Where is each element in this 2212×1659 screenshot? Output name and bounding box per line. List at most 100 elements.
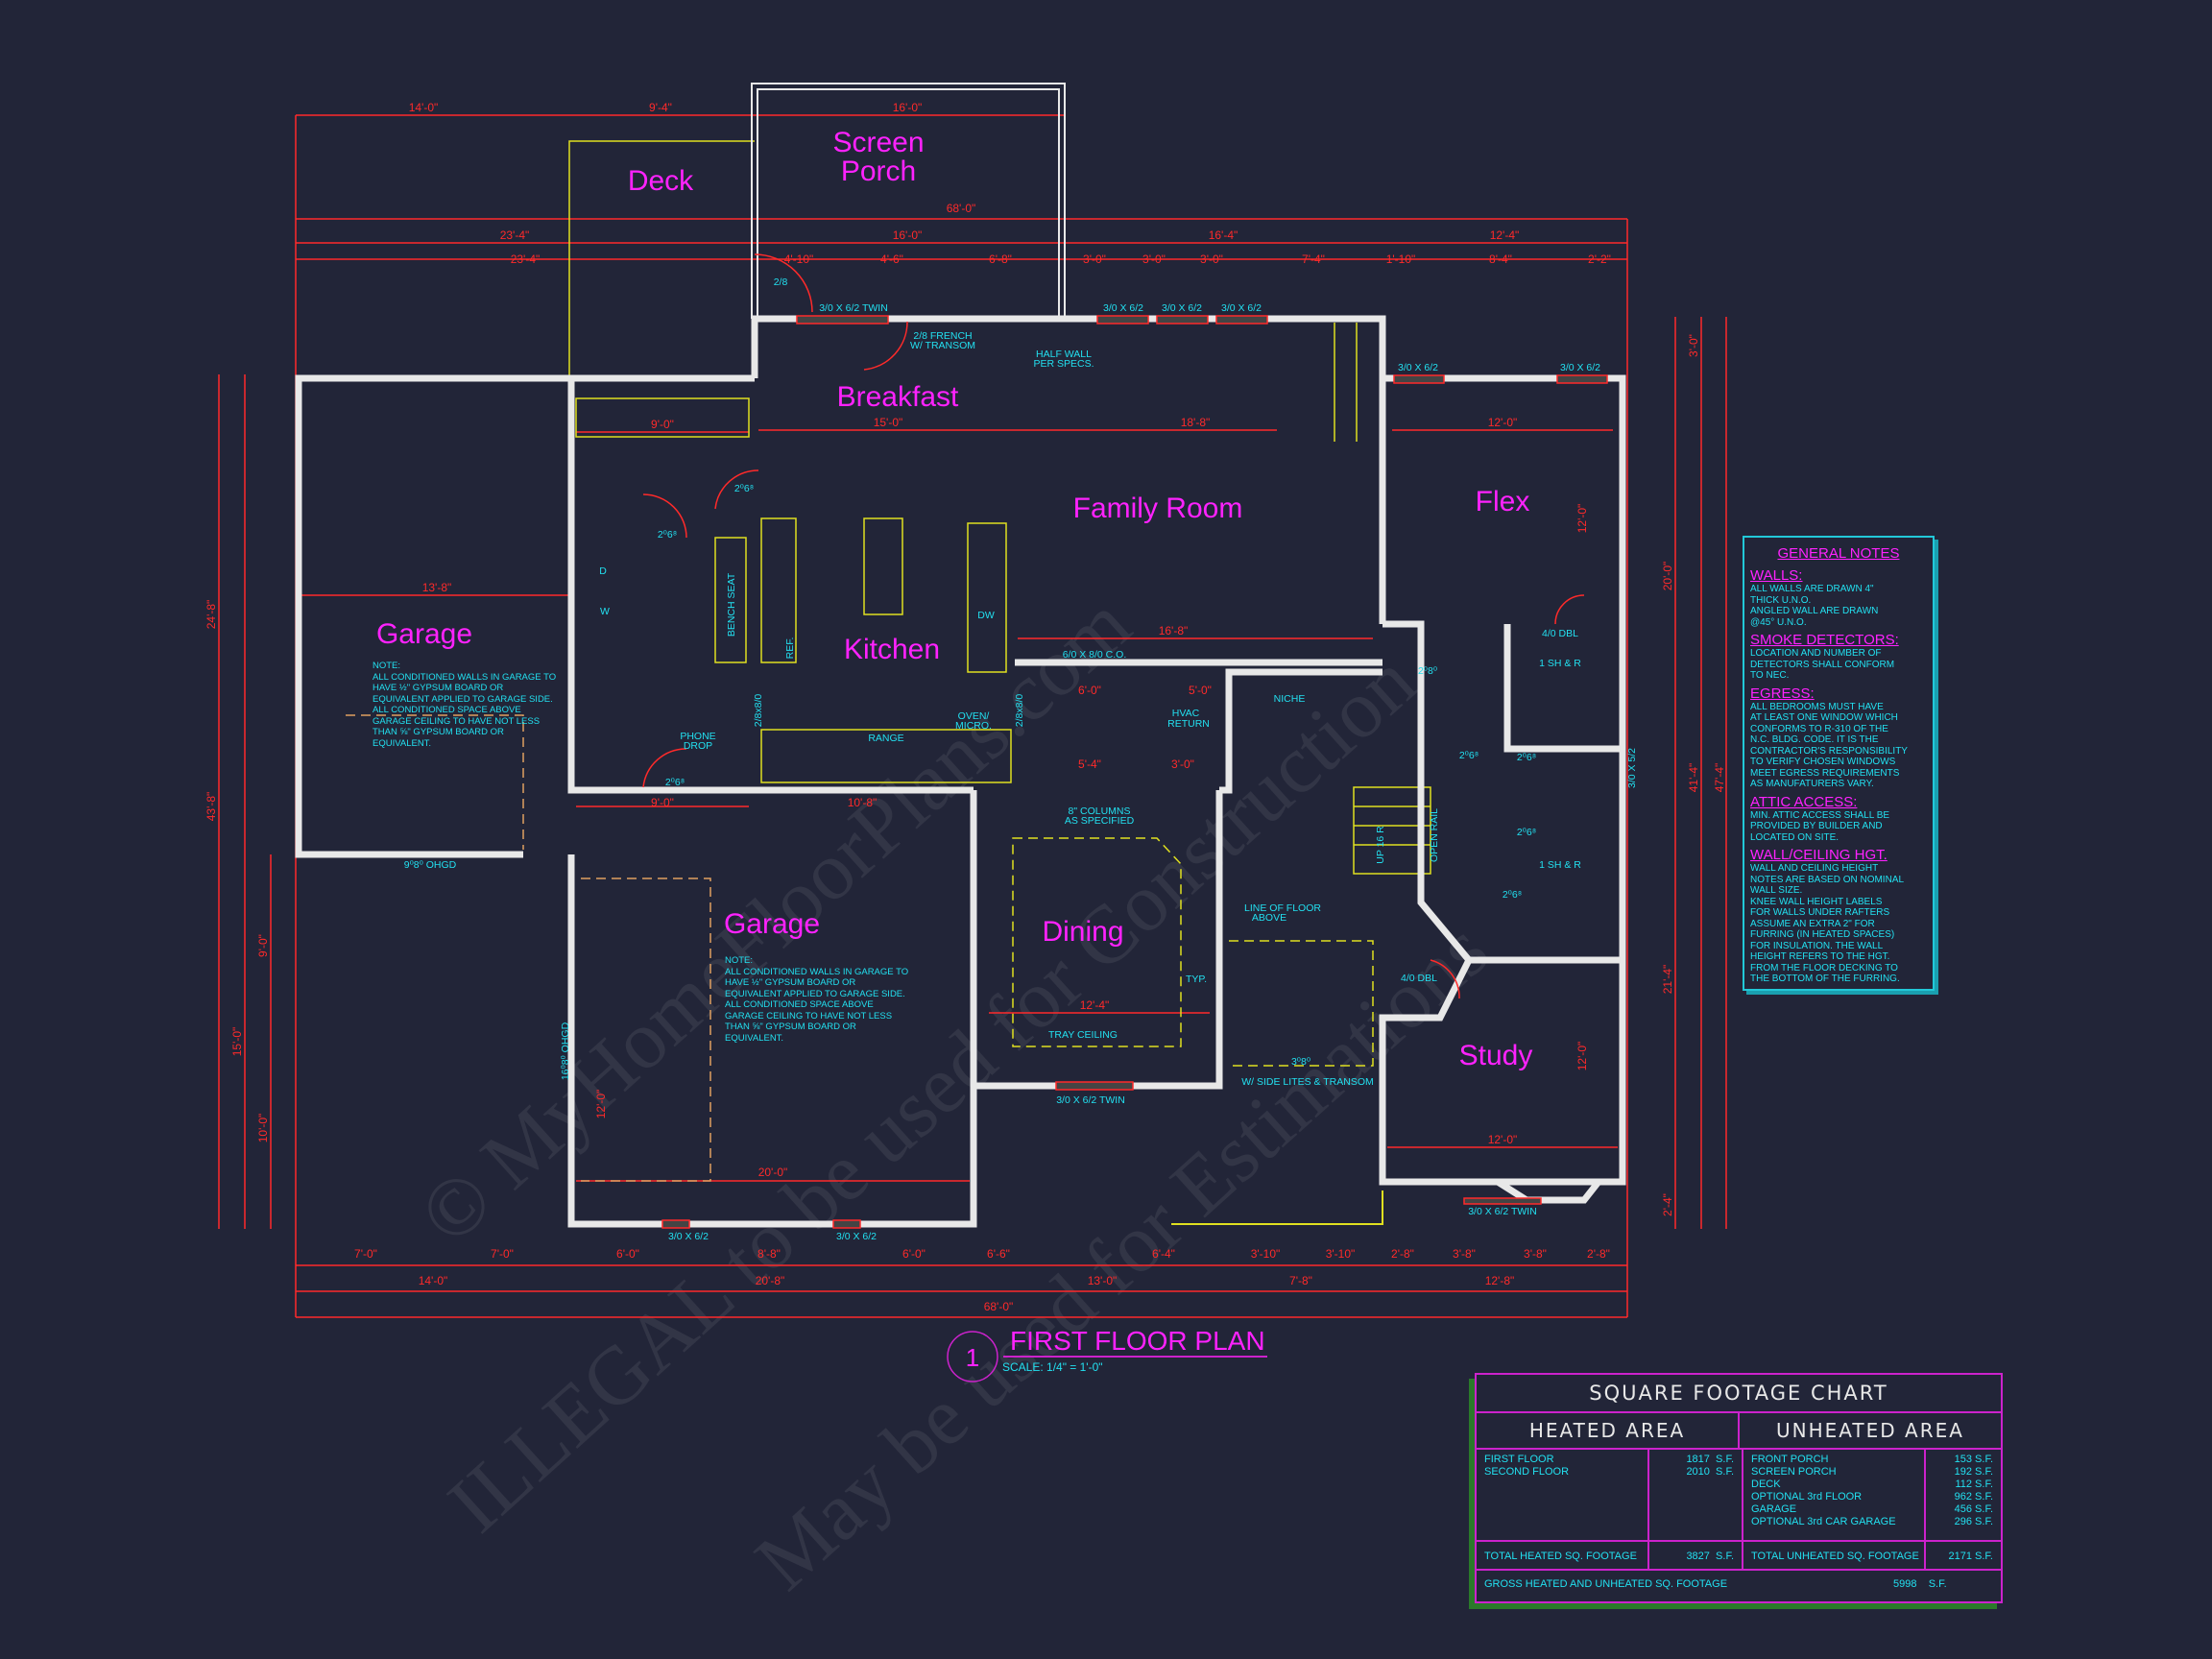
- dim-label: 7'-4": [1302, 252, 1325, 266]
- dim-label: 12'-0": [1488, 1133, 1518, 1146]
- closet-label: 1 SH & R: [1539, 658, 1581, 669]
- dim-label: 12'-0": [594, 1090, 608, 1119]
- door-label: W/ TRANSOM: [910, 340, 975, 351]
- dim-label: 12'-4": [1490, 228, 1520, 242]
- opening-label: 6/0 X 8/0 C.O.: [1063, 649, 1127, 661]
- drawing-title: 1 FIRST FLOOR PLAN SCALE: 1/4" = 1'-0": [947, 1326, 1267, 1382]
- door-label: 2⁰6⁸: [1503, 889, 1522, 901]
- dim-label: 16'-0": [893, 101, 923, 114]
- dim-label: 4'-6": [880, 252, 903, 266]
- notes-section-title: WALLS:: [1750, 567, 1803, 584]
- dim-label: 14'-0": [419, 1274, 448, 1287]
- dim-label: 3'-0": [1687, 334, 1700, 357]
- dim-label: 24'-8": [204, 600, 218, 630]
- dim-label: 18'-8": [1181, 416, 1211, 429]
- windows: [661, 315, 1608, 1229]
- appliance-label: RANGE: [868, 733, 903, 744]
- square-footage-chart: SQUARE FOOTAGE CHART HEATED AREA UNHEATE…: [1475, 1373, 2003, 1603]
- unheated-row-label: GARAGE: [1751, 1503, 1797, 1515]
- dim-label: 1'-10": [1386, 252, 1416, 266]
- dim-label: 41'-4": [1687, 763, 1700, 793]
- room-label-study: Study: [1459, 1040, 1533, 1071]
- room-label-breakfast: Breakfast: [837, 381, 959, 413]
- room-label-screen-porch: Screen: [832, 127, 924, 158]
- window-label: 3/0 X 6/2: [1398, 362, 1438, 373]
- dim-label: 3'-8": [1453, 1247, 1476, 1261]
- door-label: 2⁰6⁸: [665, 777, 685, 788]
- dim-label: 2'-8": [1391, 1247, 1414, 1261]
- door-label: 2⁰6⁸: [1459, 750, 1479, 761]
- note-label: AS SPECIFIED: [1065, 815, 1135, 827]
- room-labels: Deck Screen Porch Breakfast Family Room …: [376, 127, 1532, 1071]
- secondary-outlines: [346, 140, 1431, 1225]
- dim-label: 7'-0": [491, 1247, 514, 1261]
- notes-section-text: MIN. ATTIC ACCESS SHALL BE PROVIDED BY B…: [1750, 809, 1890, 843]
- dim-label: 5'-0": [1189, 684, 1212, 697]
- dim-label: 43'-8": [204, 792, 218, 822]
- heated-row-value: 1817: [1686, 1454, 1710, 1465]
- dim-label: 12'-8": [1485, 1274, 1515, 1287]
- title-scale: SCALE: 1/4" = 1'-0": [1002, 1360, 1103, 1374]
- total-heated-value: 3827: [1686, 1551, 1710, 1562]
- dim-label: 3'-10": [1251, 1247, 1281, 1261]
- dim-label: 6'-8": [989, 252, 1012, 266]
- unheated-area-header: UNHEATED AREA: [1776, 1419, 1964, 1442]
- notes-section-text: WALL AND CEILING HEIGHT NOTES ARE BASED …: [1750, 863, 1905, 984]
- note-label: LINE OF FLOOR: [1244, 902, 1321, 914]
- dim-label: 3'-0": [1083, 252, 1106, 266]
- dim-label: 13'-0": [1088, 1274, 1118, 1287]
- dim-label: 9'-4": [649, 101, 672, 114]
- dim-label: 10'-0": [256, 1114, 270, 1143]
- room-label-garage-center: Garage: [724, 908, 820, 940]
- dim-label: 6'-0": [902, 1247, 926, 1261]
- dim-label: 23'-4": [511, 252, 541, 266]
- dim-label: 12'-0": [1575, 504, 1589, 534]
- room-label-deck: Deck: [628, 165, 694, 197]
- window-label: 3/0 X 6/2: [1560, 362, 1600, 373]
- note-label: 8" COLUMNS: [1069, 805, 1131, 817]
- notes-section-title: WALL/CEILING HGT.: [1750, 847, 1887, 863]
- note-label: DROP: [684, 740, 712, 752]
- door-label: 2/8: [774, 276, 788, 288]
- stairs-label: OPEN RAIL: [1429, 808, 1440, 862]
- gross-value: 5998: [1893, 1578, 1917, 1590]
- dim-label: 7'-0": [354, 1247, 377, 1261]
- total-unheated-label: TOTAL UNHEATED SQ. FOOTAGE: [1743, 1542, 1926, 1569]
- dim-label: 3'-0": [1200, 252, 1223, 266]
- notes-section-title: ATTIC ACCESS:: [1750, 793, 1858, 810]
- dim-label: 2'-8": [1587, 1247, 1610, 1261]
- garage-door-label: 9⁰8⁰ OHGD: [404, 859, 457, 871]
- unheated-row-value: 456 S.F.: [1954, 1503, 1993, 1515]
- dim-label: 8'-4": [1489, 252, 1512, 266]
- unheated-row-value: 153 S.F.: [1954, 1454, 1993, 1465]
- door-label: W/ SIDE LITES & TRANSOM: [1241, 1076, 1374, 1088]
- window-label: 3/0 X 6/2: [1221, 302, 1262, 314]
- room-label-screen-porch-2: Porch: [841, 156, 916, 187]
- general-notes-panel: GENERAL NOTES WALLS: ALL WALLS ARE DRAWN…: [1743, 536, 1935, 991]
- dim-label: 12'-0": [1488, 416, 1518, 429]
- stairs-label: UP 16 R: [1375, 826, 1386, 864]
- dim-label: 13'-8": [422, 581, 452, 594]
- title-number: 1: [966, 1343, 979, 1372]
- door-label: 2⁰8⁰: [1418, 665, 1438, 677]
- door-label: 2/8x8/0: [753, 694, 764, 728]
- note-label: RETURN: [1167, 718, 1210, 730]
- dim-label: 3'-0": [1171, 757, 1194, 771]
- window-label: 3/0 X 6/2: [1103, 302, 1143, 314]
- notes-section-text: ALL BEDROOMS MUST HAVE AT LEAST ONE WIND…: [1750, 701, 1908, 790]
- garage-note-center: NOTE: ALL CONDITIONED WALLS IN GARAGE TO…: [725, 955, 909, 1044]
- dim-label: 3'-0": [1142, 252, 1166, 266]
- dim-label: 9'-0": [256, 934, 270, 957]
- window-label: 3/0 X 6/2: [836, 1231, 877, 1242]
- appliance-label: D: [599, 565, 607, 577]
- dim-label: 21'-4": [1661, 965, 1674, 995]
- note-label: PHONE: [680, 731, 715, 742]
- door-label: 4/0 DBL: [1401, 973, 1437, 984]
- dim-label: 4'-10": [784, 252, 814, 266]
- door-label: 2⁰6⁸: [734, 483, 754, 494]
- notes-section-title: EGRESS:: [1750, 685, 1815, 702]
- dim-label: 6'-4": [1152, 1247, 1175, 1261]
- note-label: BENCH SEAT: [726, 572, 737, 637]
- total-heated-label: TOTAL HEATED SQ. FOOTAGE: [1477, 1542, 1649, 1569]
